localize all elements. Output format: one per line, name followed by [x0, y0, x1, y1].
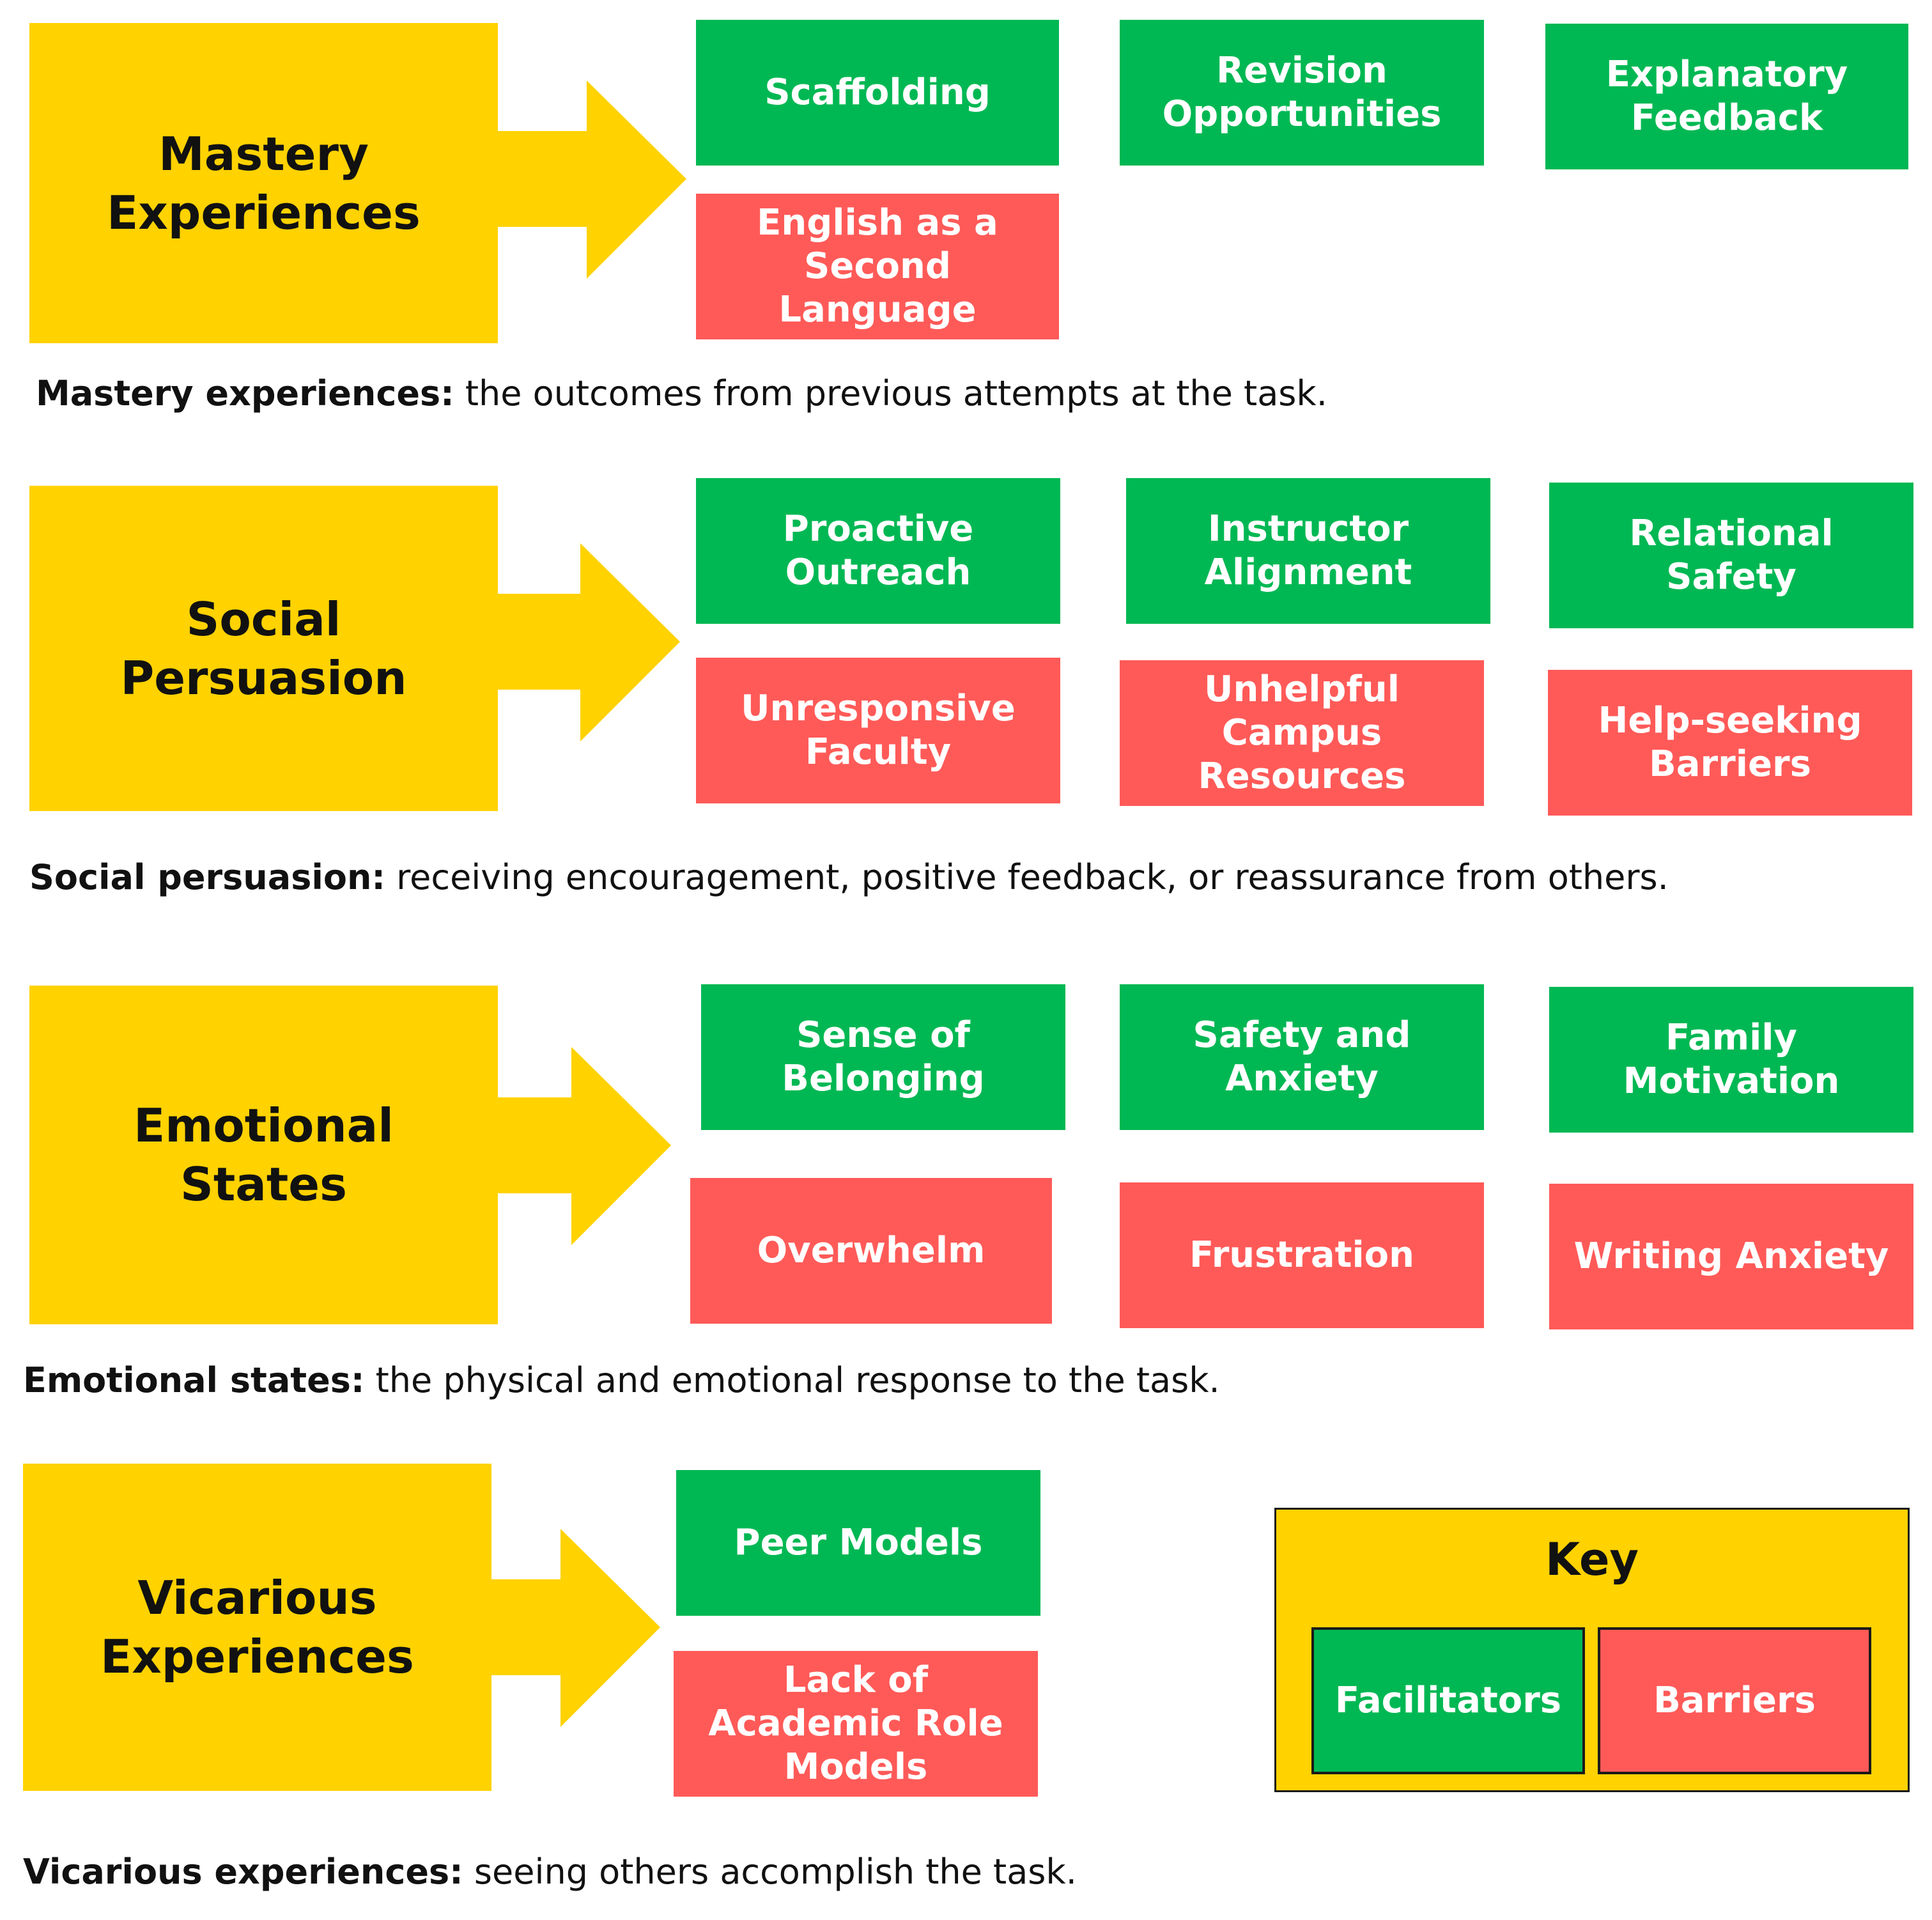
- caption-term: Vicarious experiences:: [23, 1852, 463, 1892]
- caption-text: receiving encouragement, positive feedba…: [385, 857, 1669, 897]
- barrier-box: Overwhelm: [690, 1178, 1052, 1324]
- arrow-icon: [498, 1047, 671, 1245]
- factor-label: Lack of Academic Role Models: [708, 1659, 1003, 1788]
- facilitator-box: Sense of Belonging: [701, 984, 1065, 1130]
- factor-label: Help-seeking Barriers: [1598, 700, 1862, 785]
- factor-label: Overwhelm: [757, 1230, 985, 1271]
- barrier-box: Unhelpful Campus Resources: [1120, 660, 1484, 806]
- facilitator-box: Proactive Outreach: [696, 478, 1060, 624]
- source-label: Emotional States: [134, 1099, 394, 1211]
- caption-vicarious-experiences: Vicarious experiences: seeing others acc…: [23, 1850, 1077, 1894]
- source-label: Social Persuasion: [120, 592, 407, 705]
- source-box-mastery-experiences: Mastery Experiences: [29, 23, 498, 343]
- facilitator-box: Safety and Anxiety: [1120, 984, 1484, 1130]
- factor-label: Writing Anxiety: [1573, 1235, 1889, 1277]
- factor-label: English as a Second Language: [757, 202, 998, 330]
- facilitator-box: Instructor Alignment: [1126, 478, 1490, 624]
- factor-label: Relational Safety: [1629, 513, 1834, 598]
- barrier-box: Help-seeking Barriers: [1548, 670, 1912, 816]
- key-legend: Key Facilitators Barriers: [1274, 1508, 1910, 1792]
- factor-label: Sense of Belonging: [782, 1014, 985, 1099]
- facilitator-box: Explanatory Feedback: [1545, 24, 1908, 169]
- caption-text: the outcomes from previous attempts at t…: [454, 373, 1327, 414]
- barrier-box: Frustration: [1120, 1182, 1484, 1328]
- source-box-vicarious-experiences: Vicarious Experiences: [23, 1464, 491, 1791]
- factor-label: Frustration: [1189, 1234, 1414, 1276]
- key-barriers-label: Barriers: [1653, 1680, 1816, 1721]
- key-facilitators-swatch: Facilitators: [1311, 1627, 1585, 1774]
- caption-text: seeing others accomplish the task.: [463, 1852, 1077, 1892]
- facilitator-box: Peer Models: [676, 1470, 1040, 1616]
- factor-label: Proactive Outreach: [782, 508, 974, 593]
- factor-label: Unhelpful Campus Resources: [1198, 669, 1406, 797]
- factor-label: Revision Opportunities: [1162, 50, 1442, 135]
- factor-label: Explanatory Feedback: [1605, 54, 1848, 139]
- factor-label: Unresponsive Faculty: [741, 688, 1016, 773]
- source-label: Vicarious Experiences: [100, 1571, 414, 1684]
- arrow-icon: [491, 1529, 660, 1727]
- source-label: Mastery Experiences: [107, 127, 421, 240]
- caption-term: Emotional states:: [23, 1360, 365, 1400]
- caption-emotional-states: Emotional states: the physical and emoti…: [23, 1358, 1220, 1403]
- key-title: Key: [1545, 1533, 1639, 1586]
- caption-mastery-experiences: Mastery experiences: the outcomes from p…: [36, 371, 1327, 416]
- facilitator-box: Scaffolding: [696, 20, 1059, 166]
- arrow-icon: [498, 81, 686, 279]
- factor-label: Family Motivation: [1623, 1017, 1840, 1102]
- source-box-social-persuasion: Social Persuasion: [29, 486, 498, 811]
- facilitator-box: Revision Opportunities: [1120, 20, 1484, 166]
- key-barriers-swatch: Barriers: [1598, 1627, 1871, 1774]
- barrier-box: English as a Second Language: [696, 194, 1059, 339]
- factor-label: Safety and Anxiety: [1193, 1014, 1411, 1099]
- barrier-box: Lack of Academic Role Models: [674, 1651, 1038, 1797]
- barrier-box: Unresponsive Faculty: [696, 658, 1060, 803]
- arrow-icon: [498, 543, 680, 741]
- source-box-emotional-states: Emotional States: [29, 986, 498, 1324]
- caption-social-persuasion: Social persuasion: receiving encourageme…: [29, 855, 1669, 900]
- factor-label: Instructor Alignment: [1204, 508, 1412, 593]
- caption-term: Social persuasion:: [29, 857, 385, 897]
- caption-text: the physical and emotional response to t…: [364, 1360, 1220, 1400]
- key-facilitators-label: Facilitators: [1334, 1680, 1562, 1721]
- facilitator-box: Relational Safety: [1549, 483, 1913, 628]
- factor-label: Scaffolding: [764, 72, 991, 113]
- facilitator-box: Family Motivation: [1549, 987, 1913, 1133]
- caption-term: Mastery experiences:: [36, 373, 454, 414]
- factor-label: Peer Models: [734, 1522, 983, 1563]
- barrier-box: Writing Anxiety: [1549, 1184, 1913, 1329]
